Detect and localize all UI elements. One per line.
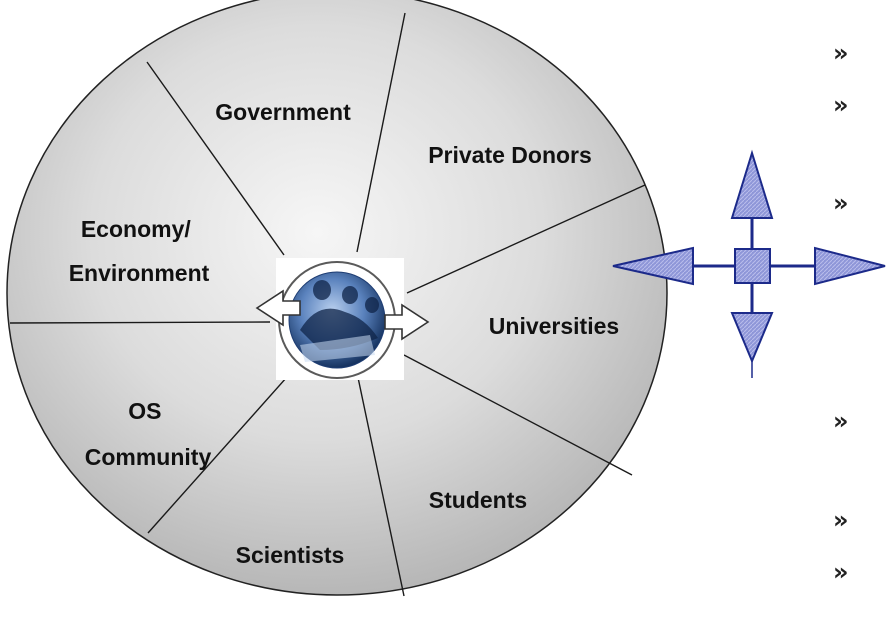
segment-line: Scientists — [236, 542, 345, 568]
segment-line: Students — [429, 487, 527, 513]
segment-line: Economy/ — [81, 216, 192, 242]
bullet-marker: » — [833, 39, 849, 67]
cycle-arrow-left — [255, 289, 301, 327]
segment-private-donors: Private Donors — [428, 142, 592, 168]
bullet-marker: » — [833, 558, 849, 586]
bullet-marker: » — [833, 506, 849, 534]
bullet-marker: » — [833, 189, 849, 217]
arrow-left — [612, 246, 694, 286]
segment-students: Students — [429, 487, 527, 513]
wheel-dividers — [9, 12, 646, 597]
segment-economy-environment: Economy/ Environment — [69, 216, 210, 286]
segment-line: Government — [215, 99, 351, 125]
segment-universities: Universities — [489, 313, 619, 339]
divider-line — [403, 354, 633, 476]
segment-line: Universities — [489, 313, 619, 339]
divider-line — [355, 367, 405, 597]
center-hub — [255, 258, 430, 380]
divider-line — [147, 367, 296, 534]
segment-line: OS — [128, 398, 161, 424]
divider-line — [146, 61, 285, 256]
arrow-right — [814, 246, 886, 286]
segment-labels: Government Private Donors Universities S… — [69, 99, 619, 568]
bullet-marker: » — [833, 91, 849, 119]
segment-line: Community — [85, 444, 212, 470]
divider-line — [406, 184, 646, 294]
photo-desk — [300, 335, 375, 362]
segment-government: Government — [215, 99, 351, 125]
arrow-down — [730, 312, 774, 364]
bullet-marker: » — [833, 407, 849, 435]
segment-line: Environment — [69, 260, 210, 286]
segment-os-community: OS Community — [85, 398, 212, 470]
bullet-markers: » » » » » » — [833, 39, 849, 586]
cycle-arrow-right — [384, 303, 430, 341]
divider-line — [356, 12, 406, 253]
segment-scientists: Scientists — [236, 542, 345, 568]
segment-line: Private Donors — [428, 142, 592, 168]
arrow-up — [730, 149, 774, 219]
four-way-arrow-icon — [612, 149, 886, 378]
arrow-center-square — [734, 248, 771, 284]
divider-line — [9, 321, 271, 324]
stakeholder-wheel: Government Private Donors Universities S… — [6, 0, 668, 597]
